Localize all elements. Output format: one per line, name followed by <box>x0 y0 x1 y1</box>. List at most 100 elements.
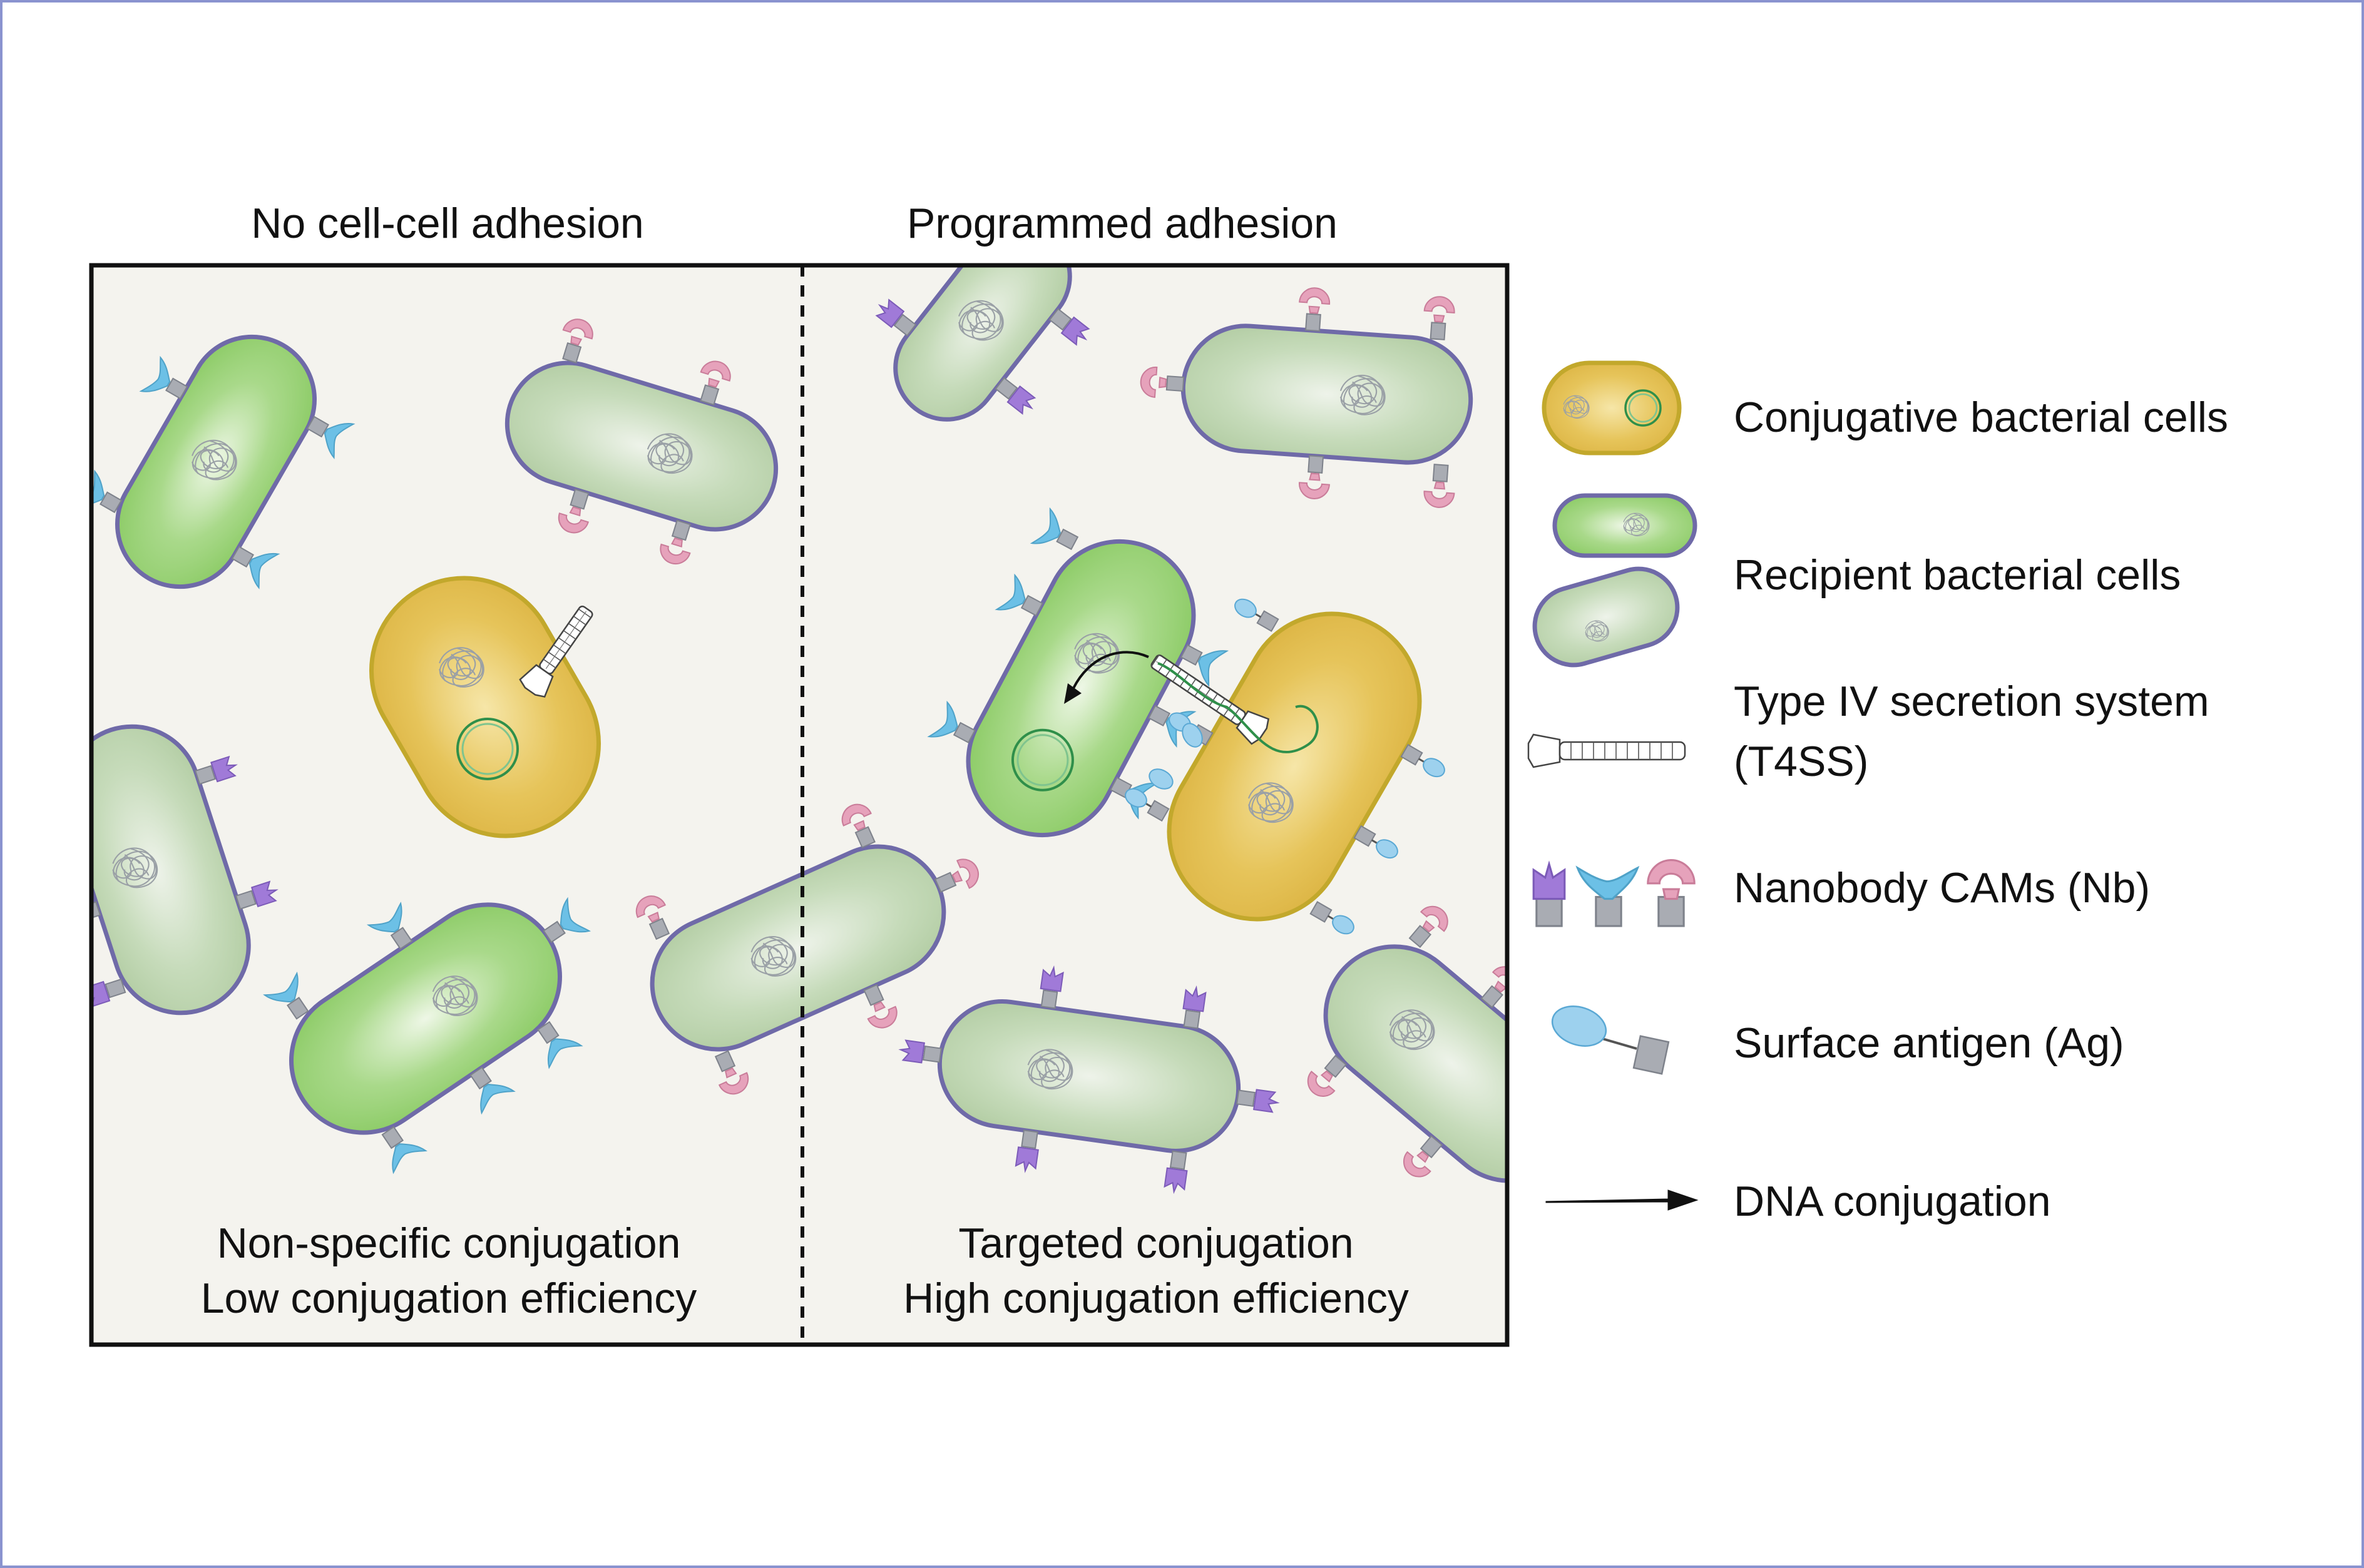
legend-icons <box>1527 360 1699 1211</box>
nanobody-purple-icon <box>1040 965 1064 992</box>
membrane-anchor <box>1236 1089 1256 1107</box>
membrane-anchor <box>562 342 582 364</box>
surface-receptor <box>1423 464 1455 508</box>
nanobody-purple-icon <box>875 298 905 328</box>
antigen-blue-icon <box>1423 758 1445 778</box>
nanobody-pink-icon <box>718 1067 749 1095</box>
plasmid-ring <box>1624 389 1662 427</box>
surface-receptor <box>469 1066 516 1115</box>
surface-receptor <box>995 573 1043 617</box>
membrane-anchor <box>287 997 309 1020</box>
surface-receptor <box>306 415 356 460</box>
plasmid-ring-inner <box>1016 734 1069 787</box>
recipient-cell <box>875 265 1090 422</box>
membrane-anchor <box>714 1050 736 1072</box>
nanobody-purple-icon <box>210 755 238 783</box>
surface-receptor <box>235 880 279 910</box>
surface-receptor <box>1309 900 1354 935</box>
antigen-blue-icon <box>1376 839 1398 859</box>
nucleoid <box>1563 395 1590 419</box>
nanobody-purple-icon <box>1006 385 1036 415</box>
surface-receptor <box>1040 965 1064 1009</box>
recipient-cell <box>1532 566 1680 668</box>
surface-receptor <box>995 377 1036 415</box>
surface-receptor <box>1307 1054 1347 1097</box>
chromosome-strand <box>447 648 476 677</box>
cell-membrane <box>369 576 601 838</box>
membrane-anchor <box>105 978 126 999</box>
chromosome-strand <box>647 440 692 466</box>
membrane-anchor <box>995 377 1018 400</box>
nanobody-purple-icon <box>1182 985 1207 1012</box>
membrane-anchor <box>1353 825 1376 847</box>
membrane-anchor <box>390 927 413 950</box>
chromosome-strand <box>1348 375 1378 405</box>
nanobody-pink-icon <box>841 803 872 832</box>
conjugation-arrowhead <box>1064 683 1082 704</box>
nanobody-pink-icon <box>1647 859 1696 900</box>
chromosome-strand <box>200 440 229 469</box>
membrane-anchor <box>1169 1150 1187 1170</box>
membrane-anchor <box>1430 322 1446 340</box>
legend-label-antigen: Surface antigen (Ag) <box>1734 1019 2124 1067</box>
surface-receptor <box>1403 1135 1443 1178</box>
membrane-anchor <box>1400 743 1423 766</box>
t4ss-icon <box>519 605 593 698</box>
surface-receptor <box>1400 743 1445 778</box>
surface-receptor <box>1030 507 1079 551</box>
chromosome-strand <box>759 937 788 966</box>
chromosome-strand <box>1027 1056 1072 1081</box>
cell-membrane <box>504 360 779 532</box>
surface-receptor <box>543 897 591 944</box>
conjugative-cell <box>1542 360 1682 456</box>
antigen-blue-icon <box>1551 1005 1607 1047</box>
nanobody-blue-icon <box>324 423 356 460</box>
membrane-anchor <box>953 721 976 744</box>
antigen-nanobody-pair <box>1182 723 1203 748</box>
membrane-anchor <box>306 415 329 438</box>
nanobody-pink-icon <box>562 318 593 346</box>
t4ss-base <box>1527 733 1561 768</box>
nucleoid <box>1585 620 1609 642</box>
recipient-cell <box>927 507 1229 838</box>
plasmid-ring-inner <box>1628 393 1658 423</box>
nanobody-blue-icon <box>1197 650 1229 687</box>
recipient-cell <box>1140 287 1473 508</box>
cells-layer <box>91 265 1507 1194</box>
nucleoid <box>1389 1009 1435 1051</box>
membrane-anchor <box>1021 1129 1038 1149</box>
nucleoid <box>432 975 478 1016</box>
t4ss-segment <box>1150 654 1160 668</box>
membrane-anchor <box>1056 528 1079 551</box>
nanobody-pink-icon <box>1307 1070 1336 1097</box>
recipient-cell <box>91 724 279 1016</box>
surface-receptor <box>841 803 876 848</box>
chromosome-strand <box>655 434 685 463</box>
t4ss-base <box>519 664 554 698</box>
dna-conjugation-arrow-icon <box>1545 1189 1699 1211</box>
membrane-anchor <box>1148 705 1171 727</box>
membrane-anchor <box>1309 900 1333 923</box>
antigen-blue-icon <box>1332 915 1354 935</box>
chromosome-strand <box>112 854 157 880</box>
right-caption-line1: Targeted conjugation <box>958 1219 1353 1267</box>
chromosome-strand <box>1628 513 1645 530</box>
chromosome-strand <box>1247 789 1293 815</box>
cell-membrane <box>1552 493 1697 558</box>
left-caption-line2: Low conjugation efficiency <box>201 1275 697 1322</box>
nanobody-purple-icon <box>1532 860 1566 900</box>
nanobody-blue-icon <box>248 552 280 589</box>
chromosome-strand <box>1563 399 1589 414</box>
nucleoid <box>1027 1049 1073 1090</box>
nanobody-blue-icon <box>927 700 958 738</box>
chromosome-strand <box>121 848 150 877</box>
plasmid-ring <box>456 717 519 780</box>
membrane-anchor <box>194 765 217 785</box>
nanobody-pink-icon <box>1423 481 1455 508</box>
chromosome-strand <box>441 976 469 1005</box>
surface-receptor <box>927 700 976 744</box>
membrane-anchor <box>1595 895 1622 927</box>
chromosome-strand <box>1256 783 1286 812</box>
surface-receptor <box>660 519 692 565</box>
cell-membrane <box>966 539 1196 838</box>
